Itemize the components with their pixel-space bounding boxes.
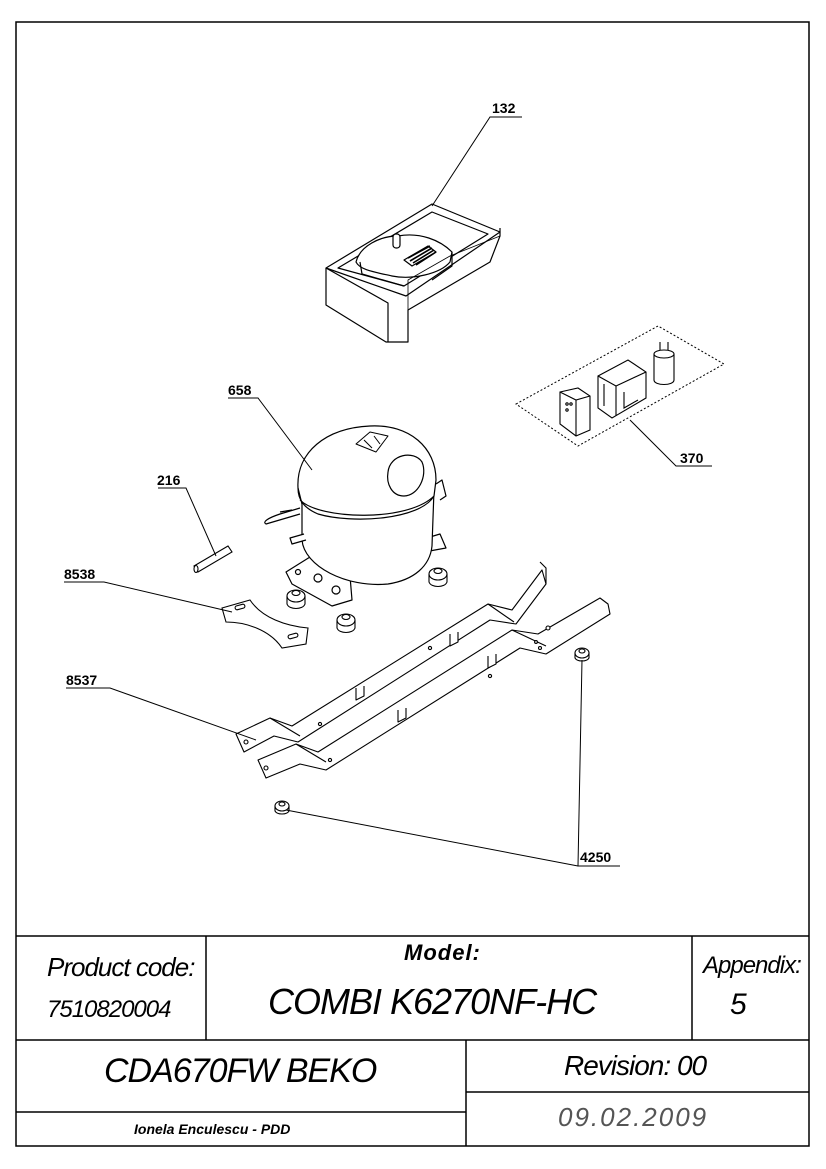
part-grommets [286,567,448,634]
brand-model: CDA670FW BEKO [104,1052,377,1090]
part-132-drip-tray [325,203,501,343]
callout-216: 216 [157,472,181,488]
model-label: Model: [404,940,481,965]
callout-4250: 4250 [580,849,611,865]
leader-4250-a [577,659,620,867]
leader-216 [158,487,217,557]
callouts: 132 370 658 216 8538 8537 4250 [64,100,704,865]
callout-8538: 8538 [64,566,95,582]
leader-370 [629,419,712,467]
part-216-pin [193,545,233,574]
part-8537-mounting-rails [235,561,611,779]
callout-370: 370 [680,450,704,466]
leader-8538 [64,581,233,613]
appendix-value: 5 [730,988,747,1021]
leader-lines [64,116,712,867]
part-8538-strap [221,599,309,649]
product-code-value: 7510820004 [47,996,171,1023]
callout-8537: 8537 [66,672,97,688]
leader-132 [431,116,522,207]
sheet-border [15,21,810,1147]
appendix-label: Appendix: [703,952,802,979]
callout-132: 132 [492,100,516,116]
leader-658 [228,397,313,471]
title-block-grid [16,935,809,1146]
date: 09.02.2009 [558,1102,709,1132]
product-code-label: Product code: [47,952,195,982]
model-value: COMBI K6270NF-HC [268,981,597,1022]
leader-8537 [66,687,257,741]
part-4250-bolts [274,647,590,815]
part-658-compressor [264,425,447,607]
callout-658: 658 [228,382,252,398]
part-370-electrical-kit [515,325,726,447]
leader-4250-b [285,809,579,867]
revision: Revision: 00 [564,1050,707,1081]
author: Ionela Enculescu - PDD [134,1121,291,1137]
